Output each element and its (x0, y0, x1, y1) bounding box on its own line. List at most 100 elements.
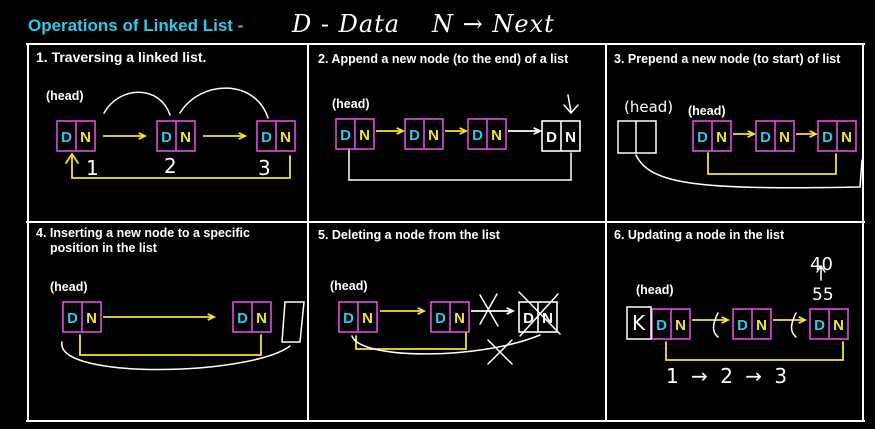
legend-data: D - Data (292, 10, 401, 38)
p5-node-1-data-letter: D (343, 310, 354, 327)
p5-node-2-data-letter: D (435, 310, 446, 327)
panel-6-head-label: (head) (636, 283, 674, 297)
p6-node-3-data-letter: D (814, 317, 825, 334)
panel-3-title: 3. Prepend a new node (to start) of list (614, 52, 841, 66)
p3-arrow-2-head (809, 130, 819, 138)
panel-3-handwritten-head: (head) (624, 98, 674, 116)
p2-return-line (348, 149, 572, 181)
p1-arrow-2-head (238, 132, 248, 140)
panel-6-sequence: 1 → 2 → 3 (666, 364, 791, 388)
p1-curve-1 (103, 91, 171, 116)
p1-arrow-1 (103, 132, 148, 140)
p6-key-box-2 (712, 312, 719, 338)
p3-node-1-next-letter: N (716, 129, 727, 146)
panel-1-title: 1. Traversing a linked list. (36, 49, 207, 65)
p5-skip-curve (351, 334, 541, 355)
panel-1-number-2: 2 (164, 154, 177, 178)
p4-new-node (281, 301, 305, 343)
grid-lines (26, 43, 865, 422)
p1-node-2-data-letter: D (161, 129, 172, 146)
panel-3-head-label: (head) (688, 104, 726, 118)
p2-node-new-data-letter: D (546, 129, 557, 146)
p1-curve-2 (179, 87, 269, 119)
p2-arrow-2 (445, 127, 469, 135)
p2-arrow-1-head (396, 127, 406, 135)
p2-arrow-3-head (533, 127, 543, 135)
p5-node-3-data-letter: D (523, 310, 534, 327)
panel-4-head-label: (head) (50, 280, 88, 294)
legend-next: N → Next (432, 10, 555, 38)
p3-return-line (707, 152, 837, 175)
p5-arrow-1 (380, 307, 427, 315)
p3-arrow-1-head (747, 130, 757, 138)
p2-node-new-next-letter: N (565, 129, 576, 146)
p3-link-curve (635, 154, 863, 189)
p2-node-1-next-letter: N (359, 127, 370, 144)
p2-node-2-next-letter: N (428, 127, 439, 144)
p1-return-head (65, 152, 79, 164)
arrows-layer (103, 127, 819, 324)
p3-node-1-data-letter: D (697, 129, 708, 146)
p5-arrow-2 (471, 307, 516, 315)
p6-node-3-next-letter: N (833, 317, 844, 334)
p2-arrow-1 (376, 127, 406, 135)
p3-arrow-1 (733, 130, 757, 138)
panel-1-head-label: (head) (46, 89, 84, 103)
p1-node-3-next-letter: N (280, 129, 291, 146)
p6-return-line (665, 341, 844, 361)
p2-down-arrow (563, 94, 579, 115)
p2-node-3-data-letter: D (472, 127, 483, 144)
p6-node-1-data-letter: D (656, 317, 667, 334)
p6-key-box-1 (626, 306, 652, 340)
p4-node-1-next-letter: N (86, 310, 97, 327)
p3-node-2-data-letter: D (760, 129, 771, 146)
p6-arrow-2 (773, 316, 808, 324)
p5-node-3-next-letter: N (542, 310, 553, 327)
panel-1-number-1: 1 (86, 156, 99, 180)
marks-layer (61, 87, 863, 371)
p5-arrow-2-head (506, 307, 516, 315)
panel-2-title: 2. Append a new node (to the end) of a l… (318, 52, 569, 66)
p2-arrow-2-head (459, 127, 469, 135)
p4-node-2-data-letter: D (237, 310, 248, 327)
p4-arrow-1-head (207, 313, 217, 321)
page-title: Operations of Linked List - (28, 16, 244, 35)
p1-arrow-1-head (138, 132, 148, 140)
p6-node-2-data-letter: D (737, 317, 748, 334)
p2-node-1-data-letter: D (340, 127, 351, 144)
p5-cross-node (518, 291, 561, 337)
panel-6-key-letter: K (632, 311, 646, 335)
p5-node-2-next-letter: N (454, 310, 465, 327)
p1-node-1-next-letter: N (80, 129, 91, 146)
panel-6-title: 6. Updating a node in the list (614, 228, 785, 242)
p3-node-2-next-letter: N (779, 129, 790, 146)
p1-return-line (71, 155, 291, 179)
p3-node-3-next-letter: N (841, 129, 852, 146)
p4-return-line (79, 334, 262, 356)
panel-6-old-value: 55 (812, 285, 834, 305)
p4-arrow-1 (103, 313, 217, 321)
p6-up-arrow (816, 264, 826, 281)
p3-new-node-box (617, 120, 657, 154)
p6-arrow-1 (692, 316, 731, 324)
p3-node-3-data-letter: D (822, 129, 833, 146)
p6-arrow-1-head (721, 316, 731, 324)
p1-node-3-data-letter: D (261, 129, 272, 146)
p5-arrow-1-head (417, 307, 427, 315)
